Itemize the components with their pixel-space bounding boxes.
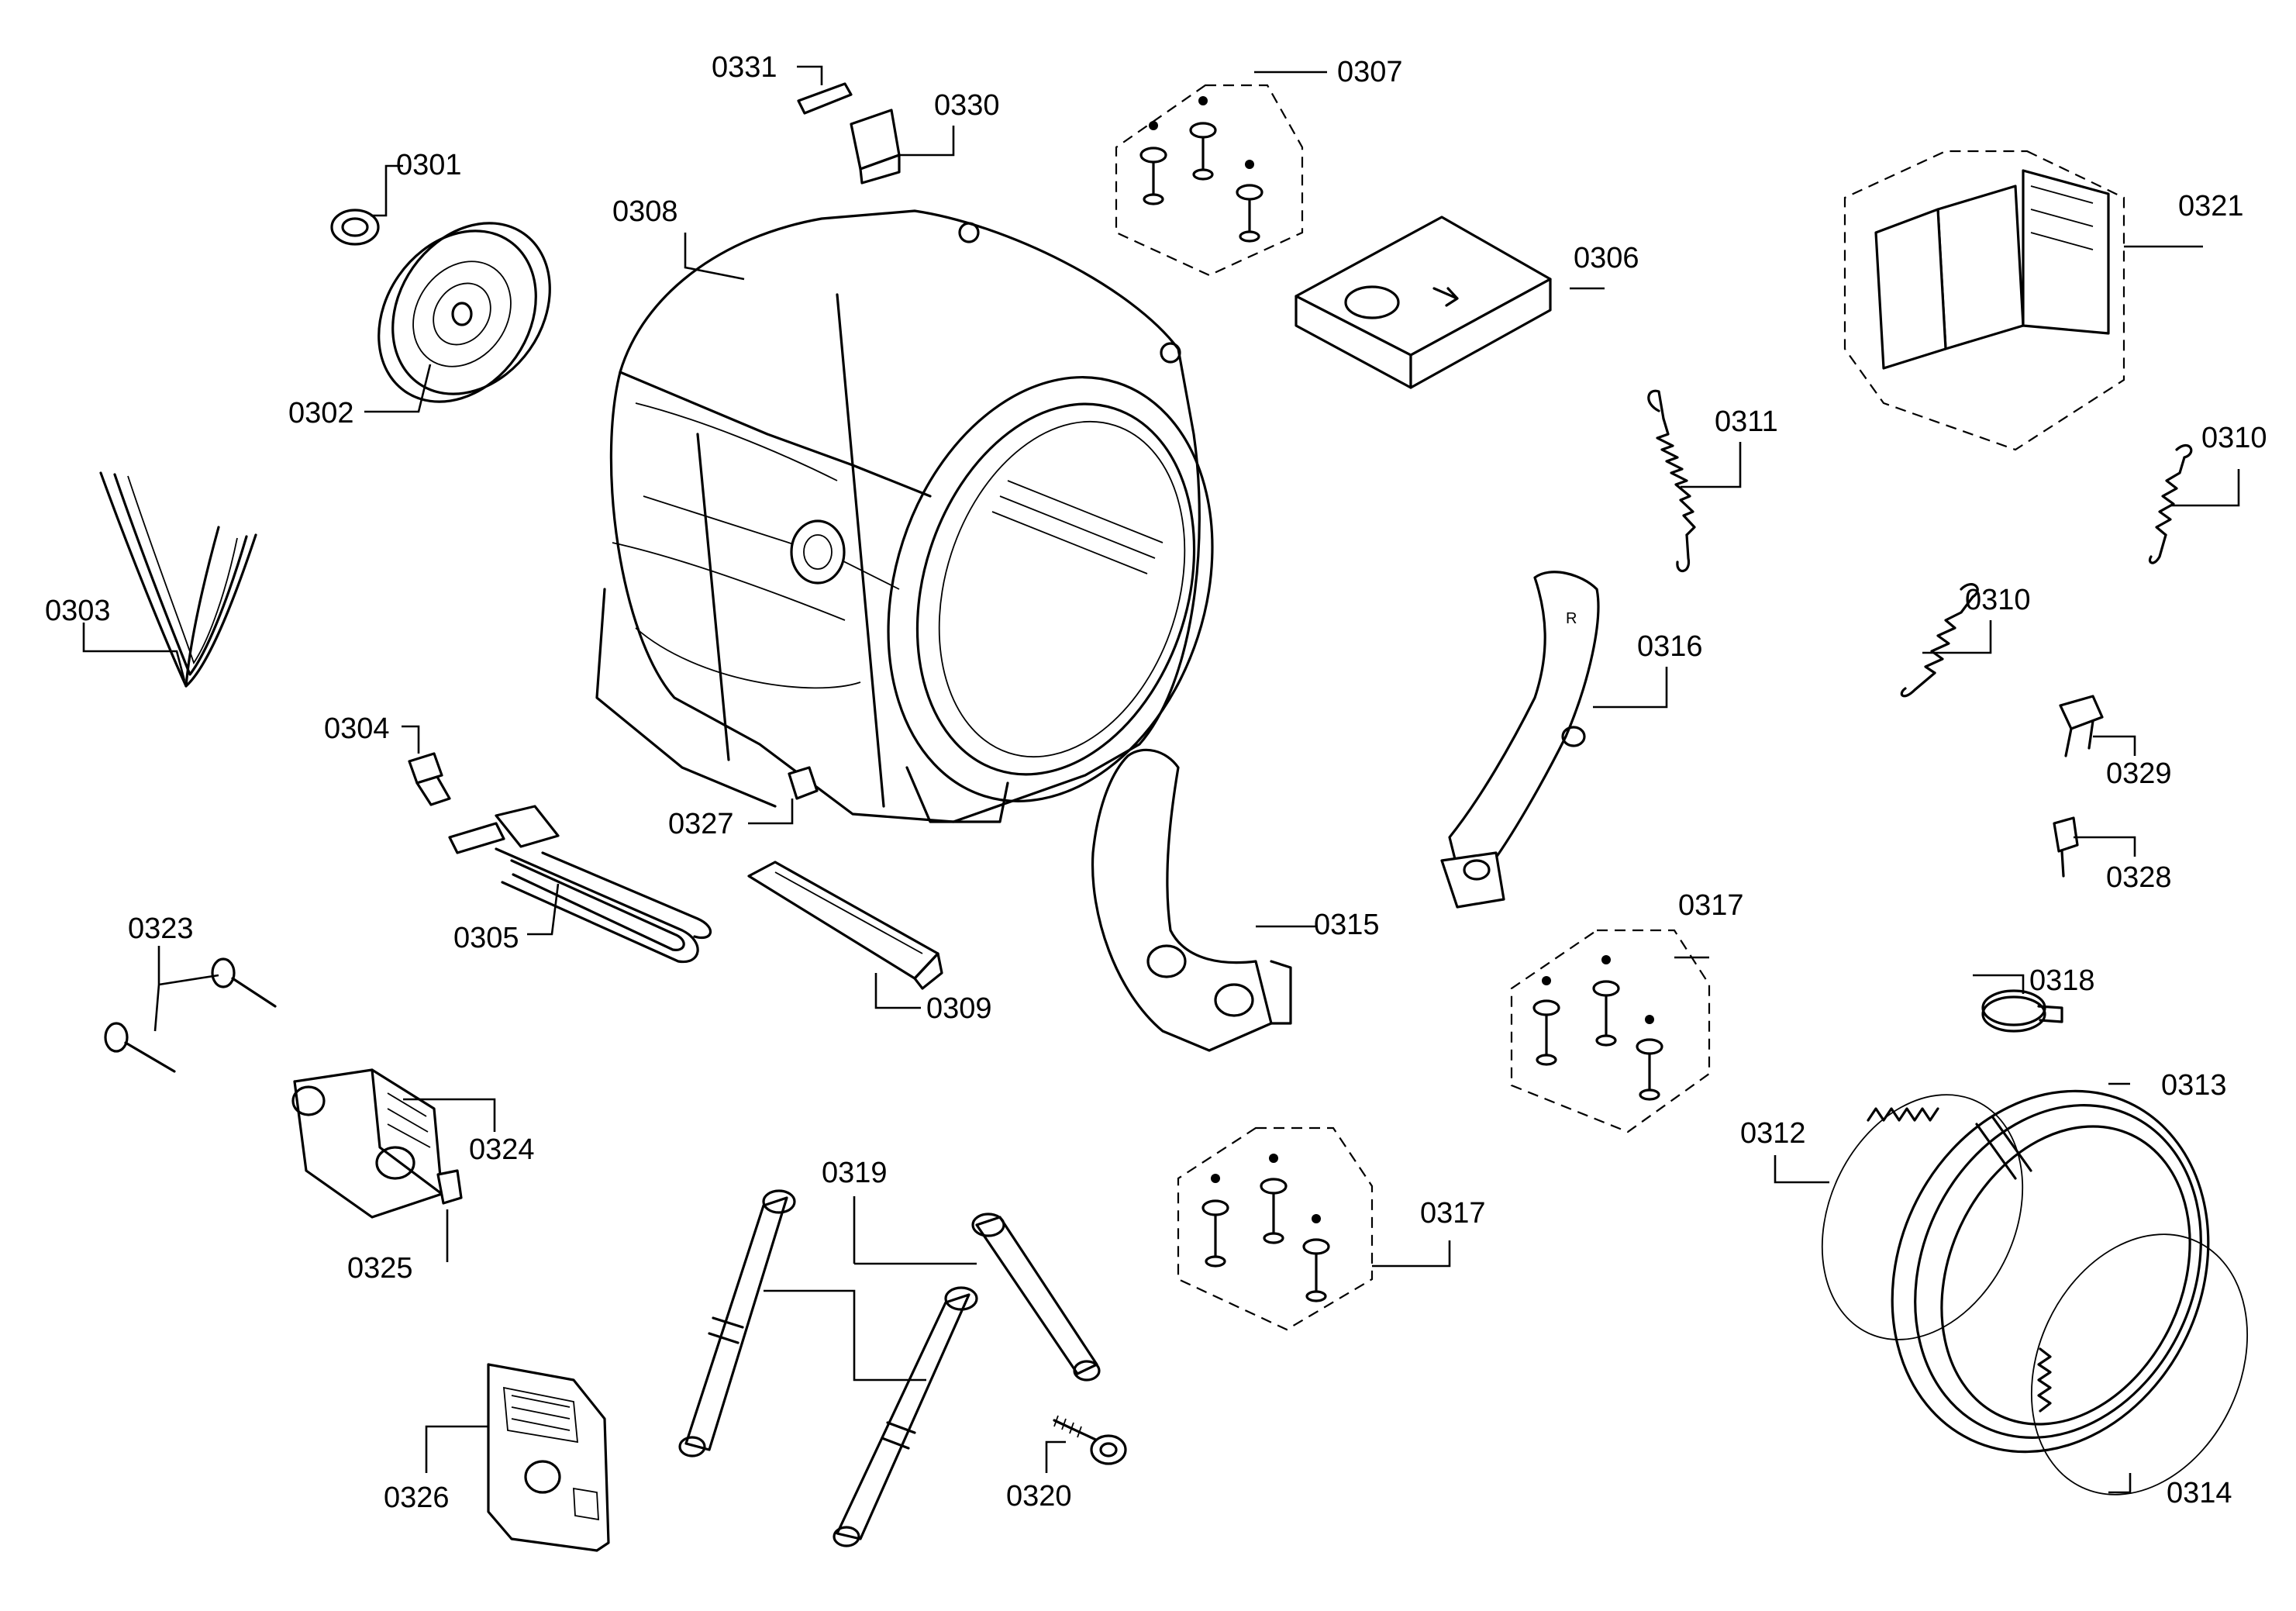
label-0308: 0308 <box>612 195 678 228</box>
part-0313-gasket <box>1891 1089 2210 1454</box>
part-0317-screw-kit-upper <box>1510 929 1711 1133</box>
part-0305-heater <box>448 805 712 964</box>
part-0328-sensor <box>2053 816 2079 878</box>
label-0305: 0305 <box>453 922 519 954</box>
part-0309-paddle <box>747 861 943 990</box>
label-0303: 0303 <box>45 595 111 627</box>
label-0330: 0330 <box>934 89 1000 122</box>
label-0302: 0302 <box>288 397 354 429</box>
part-0323-screws <box>104 957 277 1073</box>
part-0308-tub <box>595 209 1214 823</box>
label-0319: 0319 <box>822 1157 888 1189</box>
label-0326: 0326 <box>384 1482 450 1514</box>
label-0316: 0316 <box>1637 630 1703 663</box>
part-0316-bracket-right: R <box>1440 571 1600 909</box>
label-0310-upper: 0310 <box>2201 422 2267 454</box>
part-0318-clamp <box>1981 989 2063 1033</box>
label-0329: 0329 <box>2106 757 2172 790</box>
part-0330-connector <box>850 109 901 185</box>
label-0320: 0320 <box>1006 1480 1072 1513</box>
part-0331-clip <box>797 82 853 115</box>
label-0312: 0312 <box>1740 1117 1806 1150</box>
label-0321: 0321 <box>2178 190 2244 223</box>
part-0325-clip <box>436 1169 463 1205</box>
label-0327: 0327 <box>668 808 734 840</box>
part-0312-clamp-ring <box>1821 1094 2024 1340</box>
part-0324-pump <box>291 1068 443 1219</box>
label-0328: 0328 <box>2106 861 2172 894</box>
label-0324: 0324 <box>469 1133 535 1166</box>
part-0329-clip <box>2059 695 2104 757</box>
part-0311-spring <box>1647 389 1696 572</box>
part-0317-screw-kit-lower <box>1177 1126 1374 1331</box>
part-0320-bolt <box>1053 1415 1127 1465</box>
label-0307: 0307 <box>1337 56 1403 88</box>
part-0319-shock-absorbers <box>678 1189 1101 1547</box>
part-0314-clamp-ring <box>2030 1233 2249 1495</box>
part-0301-ring <box>330 209 380 246</box>
label-0313: 0313 <box>2161 1069 2227 1102</box>
label-0314: 0314 <box>2167 1477 2232 1509</box>
label-0306: 0306 <box>1574 242 1639 274</box>
part-0321-module <box>1843 150 2125 451</box>
part-0326-board <box>487 1363 610 1552</box>
label-0325: 0325 <box>347 1252 413 1285</box>
part-0315-bracket-left <box>1091 748 1292 1052</box>
part-0327-clip <box>788 766 819 800</box>
leader-lines <box>82 65 2240 1494</box>
part-0304-sensor <box>408 752 451 806</box>
part-0310-spring-upper <box>2148 443 2193 564</box>
label-0311: 0311 <box>1715 405 1778 438</box>
label-0304: 0304 <box>324 712 390 745</box>
label-0317-lower: 0317 <box>1420 1197 1486 1230</box>
label-0301: 0301 <box>396 149 462 181</box>
label-0331: 0331 <box>712 51 777 84</box>
part-0310-spring-middle <box>1900 583 1979 698</box>
part-0302-pulley <box>377 222 551 403</box>
label-0323: 0323 <box>128 912 194 945</box>
label-0309: 0309 <box>926 992 992 1025</box>
label-0315: 0315 <box>1314 909 1380 941</box>
label-0318: 0318 <box>2029 964 2095 997</box>
part-0316-mark: R <box>1566 610 1577 627</box>
label-0317-upper: 0317 <box>1678 889 1744 922</box>
part-0303-belt <box>99 471 257 688</box>
label-0310-middle: 0310 <box>1965 584 2031 616</box>
part-0306-counterweight <box>1295 216 1552 389</box>
part-labels: 0301 0302 0303 0304 0305 0306 0307 0308 … <box>45 51 2267 1514</box>
part-0307-screw-kit <box>1115 84 1304 277</box>
